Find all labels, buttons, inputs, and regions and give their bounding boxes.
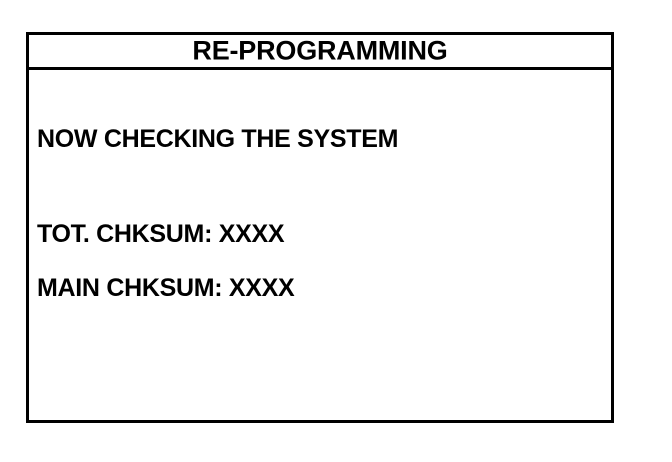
status-message: NOW CHECKING THE SYSTEM — [37, 125, 399, 153]
panel-body: NOW CHECKING THE SYSTEM TOT. CHKSUM: XXX… — [29, 70, 611, 420]
main-checksum-line: MAIN CHKSUM: XXXX — [37, 274, 295, 302]
total-checksum-line: TOT. CHKSUM: XXXX — [37, 220, 285, 248]
reprogramming-panel: RE-PROGRAMMING NOW CHECKING THE SYSTEM T… — [26, 32, 614, 423]
page-title: RE-PROGRAMMING — [192, 35, 448, 66]
panel-header: RE-PROGRAMMING — [29, 35, 611, 70]
